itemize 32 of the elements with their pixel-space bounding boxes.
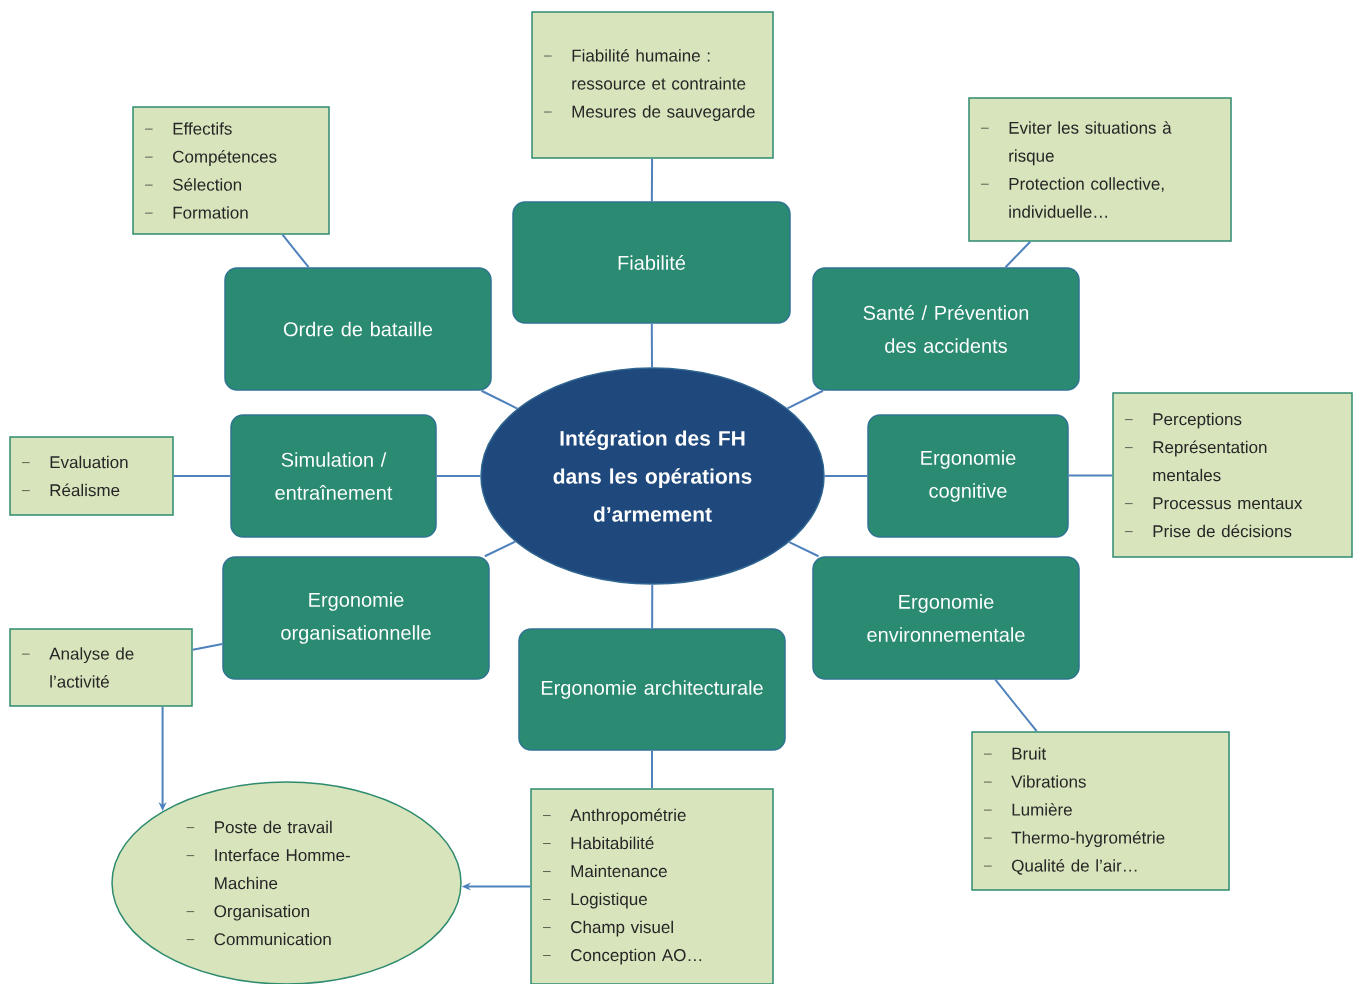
topic-box: Ergonomie environnementale xyxy=(812,556,1080,680)
connector xyxy=(823,475,869,477)
connector xyxy=(172,475,232,477)
connector xyxy=(650,157,654,203)
connector xyxy=(650,322,653,369)
connector xyxy=(480,389,519,410)
connector xyxy=(435,475,482,477)
topic-box: Fiabilité xyxy=(512,201,791,324)
connector xyxy=(994,678,1038,733)
list-box: Anthropométrie Habitabilité Maintenance Logistique Champ visuel Conception AO… xyxy=(530,788,774,984)
connector xyxy=(483,540,517,558)
topic-box: Ergonomie architecturale xyxy=(518,628,786,751)
connector xyxy=(1004,240,1032,269)
connector xyxy=(281,233,310,269)
list-box: Perceptions Représentation mentales Processus mentaux Prise de décisions xyxy=(1112,392,1353,558)
list-box: Evaluation Réalisme xyxy=(9,436,174,516)
topic-box: Santé / Prévention des accidents xyxy=(812,267,1080,391)
connector xyxy=(191,642,224,651)
list-box: Eviter les situations à risque Protection collective, individuelle… xyxy=(968,97,1232,242)
connector xyxy=(651,583,654,630)
topic-box: Ergonomie organisationnelle xyxy=(222,556,490,680)
connector xyxy=(651,749,653,790)
list-box: Analyse de l’activité xyxy=(9,628,193,707)
list-box: Fiabilité humaine : ressource et contrainte Mesures de sauvegarde xyxy=(531,11,774,159)
list-box: Bruit Vibrations Lumière Thermo-hygrométrie Qualité de l’air… xyxy=(971,731,1230,891)
topic-box: Ordre de bataille xyxy=(224,267,492,391)
connector xyxy=(1067,474,1114,477)
list-box: Effectifs Compétences Sélection Formation xyxy=(132,106,330,235)
connector xyxy=(788,541,820,558)
connector xyxy=(786,389,824,410)
topic-box: Ergonomie cognitive xyxy=(867,414,1069,538)
topic-box: Simulation / entraînement xyxy=(230,414,437,538)
